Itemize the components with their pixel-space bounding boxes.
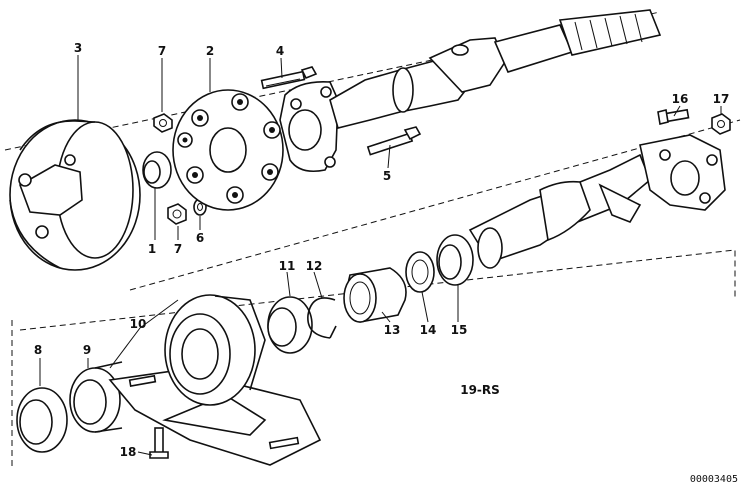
- nut-lower: [167, 203, 187, 225]
- nut-upper: [153, 113, 173, 133]
- callout-3: 3: [74, 41, 82, 55]
- bearing-9: [69, 361, 123, 433]
- circlip-12: [307, 297, 337, 339]
- nut-17: [711, 113, 731, 135]
- callout-10: 10: [130, 317, 147, 331]
- callout-12: 12: [306, 259, 323, 273]
- lock-washer-14: [405, 251, 435, 293]
- callout-7a: 7: [158, 44, 166, 58]
- centering-sleeve: [142, 151, 172, 189]
- reference-label: 19-RS: [460, 383, 500, 397]
- callout-2: 2: [206, 44, 214, 58]
- callout-5: 5: [383, 169, 391, 183]
- callout-13: 13: [384, 323, 401, 337]
- sleeve-13: [343, 267, 407, 323]
- front-shaft: [329, 9, 662, 129]
- callout-1: 1: [148, 242, 156, 256]
- assembly-dash-lines: [4, 11, 741, 470]
- center-bearing-10: [164, 294, 266, 406]
- callout-15: 15: [451, 323, 468, 337]
- ring-15: [436, 234, 474, 286]
- callout-16: 16: [672, 92, 689, 106]
- bearing-8: [16, 387, 68, 453]
- bolt-16: [657, 108, 690, 125]
- shaft-flange: [279, 80, 339, 173]
- callout-17: 17: [713, 92, 730, 106]
- rear-flange: [639, 134, 726, 211]
- drawing-code: 00003405: [690, 474, 738, 485]
- callout-4: 4: [276, 44, 284, 58]
- bolt-lower: [366, 126, 422, 156]
- bolt-18: [149, 427, 169, 459]
- callout-18: 18: [120, 445, 137, 459]
- flex-disc-housing: [9, 119, 141, 271]
- center-bearing-support: [108, 369, 322, 466]
- rear-shaft: [468, 153, 651, 269]
- callout-9: 9: [83, 343, 91, 357]
- callout-11: 11: [279, 259, 296, 273]
- callout-7b: 7: [174, 242, 182, 256]
- callout-6: 6: [196, 231, 204, 245]
- callout-14: 14: [420, 323, 437, 337]
- callout-8: 8: [34, 343, 42, 357]
- leader-lines: [39, 55, 722, 456]
- bolt-upper: [260, 66, 318, 90]
- rubber-ring-11: [267, 296, 313, 354]
- flexible-disc: [172, 89, 284, 211]
